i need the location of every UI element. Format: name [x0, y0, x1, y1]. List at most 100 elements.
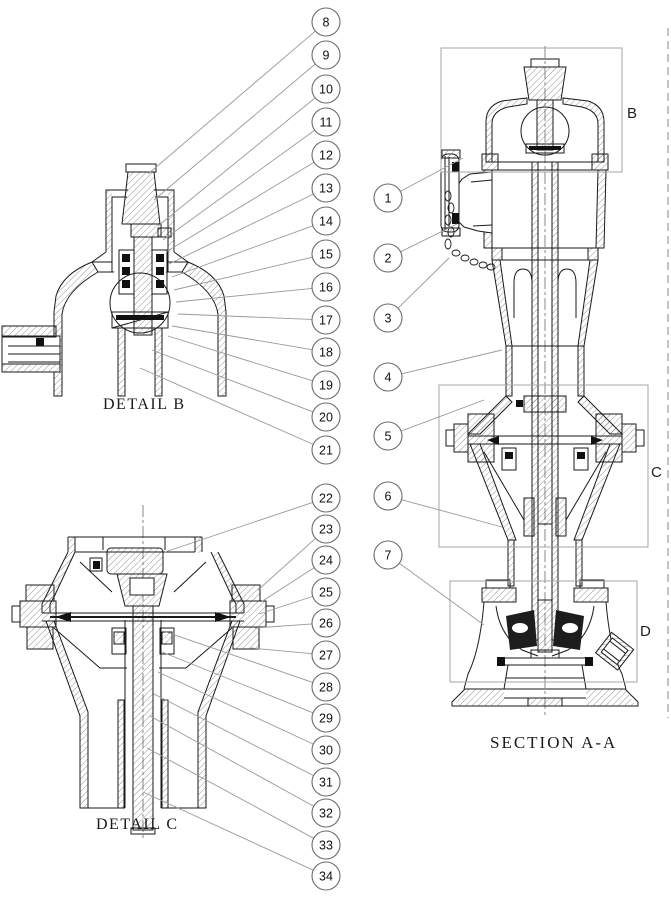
- balloon-2: 2: [373, 243, 403, 273]
- svg-text:4: 4: [385, 370, 392, 384]
- leader-line-13: [168, 193, 314, 265]
- section-operating-nut: [523, 58, 567, 101]
- section-a-a-view: [440, 46, 645, 716]
- svg-text:26: 26: [319, 616, 333, 630]
- leader-line-12: [165, 161, 315, 253]
- leader-lines: [139, 30, 503, 871]
- balloon-10: 10: [311, 74, 341, 104]
- leader-line-21: [139, 367, 314, 445]
- svg-text:14: 14: [319, 214, 333, 228]
- balloon-4: 4: [373, 362, 403, 392]
- balloon-13: 13: [311, 173, 341, 203]
- section-nozzle-cap: [440, 149, 493, 237]
- balloon-16: 16: [311, 272, 341, 302]
- balloon-27: 27: [311, 640, 341, 670]
- leader-line-26: [254, 623, 313, 629]
- detail-c-coupling: [106, 547, 164, 575]
- svg-text:15: 15: [319, 247, 333, 261]
- zone-b-rect: [440, 47, 623, 173]
- svg-text:5: 5: [385, 429, 392, 443]
- leader-line-2: [400, 223, 458, 253]
- leader-line-9: [153, 63, 316, 201]
- svg-text:7: 7: [385, 548, 392, 562]
- svg-text:34: 34: [319, 869, 333, 883]
- svg-text:31: 31: [319, 775, 333, 789]
- drain-valve-stub: [594, 631, 635, 671]
- balloon-18: 18: [311, 337, 341, 367]
- leader-line-30: [157, 671, 314, 745]
- leader-line-28: [165, 631, 313, 683]
- svg-text:11: 11: [320, 115, 333, 129]
- leader-line-29: [161, 651, 314, 714]
- svg-text:17: 17: [319, 313, 333, 327]
- balloon-28: 28: [311, 672, 341, 702]
- svg-text:8: 8: [323, 15, 330, 29]
- balloon-22: 22: [311, 483, 341, 513]
- zone-rects: [438, 47, 649, 683]
- detail-b-view: [1, 163, 227, 397]
- section-base-flange: [451, 664, 639, 707]
- zone-label-c: C: [651, 464, 662, 481]
- leader-line-6: [401, 499, 503, 528]
- leader-line-1: [400, 157, 464, 192]
- section-cap-chain: [444, 190, 496, 271]
- svg-text:2: 2: [385, 251, 392, 265]
- svg-text:10: 10: [319, 82, 333, 96]
- detail-b-stem: [133, 236, 153, 336]
- balloon-32: 32: [311, 798, 341, 828]
- balloon-14: 14: [311, 206, 341, 236]
- svg-text:3: 3: [385, 311, 392, 325]
- leader-line-20: [151, 349, 314, 413]
- svg-text:13: 13: [319, 181, 333, 195]
- leader-line-14: [171, 225, 313, 278]
- leader-line-24: [260, 567, 315, 603]
- leader-line-5: [400, 399, 485, 432]
- svg-text:30: 30: [319, 743, 333, 757]
- leader-line-7: [399, 562, 485, 626]
- detail-b-packing: [118, 249, 168, 295]
- balloon-callouts: 1234567891011121314151617181920212223242…: [311, 7, 403, 891]
- detail-c-caption: DETAIL C: [96, 816, 179, 833]
- svg-text:28: 28: [319, 680, 333, 694]
- balloon-20: 20: [311, 402, 341, 432]
- svg-text:9: 9: [323, 48, 330, 62]
- balloon-21: 21: [311, 435, 341, 465]
- svg-text:23: 23: [319, 522, 333, 536]
- detail-b-operating-nut: [121, 163, 161, 225]
- balloon-9: 9: [311, 40, 341, 70]
- leader-line-33: [146, 747, 314, 839]
- balloon-19: 19: [311, 370, 341, 400]
- balloon-26: 26: [311, 608, 341, 638]
- balloon-15: 15: [311, 239, 341, 269]
- leader-line-32: [149, 715, 314, 807]
- svg-text:1: 1: [385, 191, 392, 205]
- svg-text:24: 24: [319, 553, 333, 567]
- zone-d-rect: [449, 580, 638, 683]
- balloon-29: 29: [311, 703, 341, 733]
- balloon-25: 25: [311, 577, 341, 607]
- svg-text:27: 27: [319, 648, 333, 662]
- zone-label-b: B: [627, 105, 638, 122]
- zone-c-rect: [438, 384, 649, 548]
- svg-text:33: 33: [319, 838, 333, 852]
- balloon-24: 24: [311, 545, 341, 575]
- leader-line-3: [397, 257, 450, 309]
- svg-text:12: 12: [319, 148, 333, 162]
- leader-line-25: [258, 595, 313, 615]
- balloon-7: 7: [373, 540, 403, 570]
- detail-b-side-outlet: [1, 325, 61, 373]
- leader-line-23: [257, 538, 316, 591]
- detail-c-view: [11, 505, 275, 838]
- section-shoe: [463, 579, 635, 690]
- balloon-8: 8: [311, 7, 341, 37]
- balloon-5: 5: [373, 421, 403, 451]
- svg-text:6: 6: [385, 489, 392, 503]
- detail-c-right-bolts: [229, 584, 275, 650]
- leader-line-15: [173, 256, 313, 291]
- leader-line-34: [142, 791, 314, 871]
- leader-line-10: [157, 97, 316, 227]
- leader-line-22: [164, 502, 313, 553]
- leader-line-18: [171, 325, 313, 351]
